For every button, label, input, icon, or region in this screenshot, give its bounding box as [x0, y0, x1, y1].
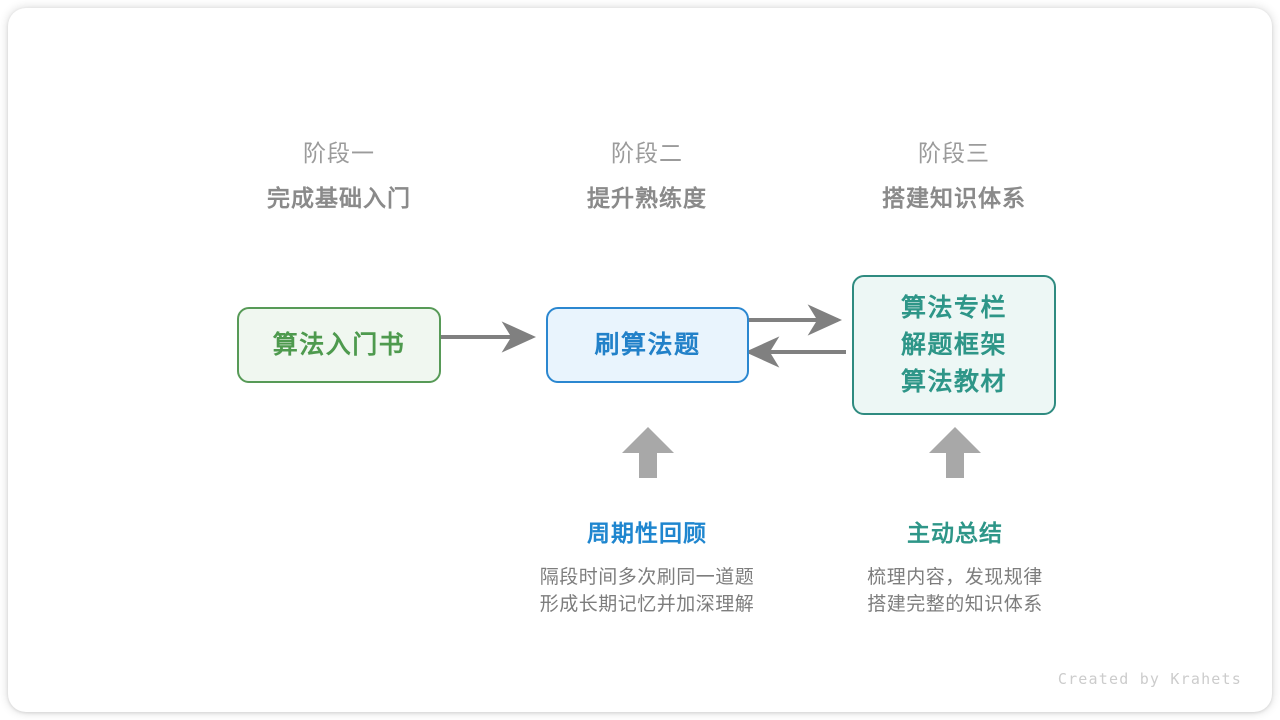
stage-2-kicker: 阶段二	[611, 140, 683, 166]
stage-3-title: 搭建知识体系	[882, 185, 1026, 211]
connector-review-up	[622, 427, 674, 478]
connector-summary-up	[929, 427, 981, 478]
annotation-periodic-review: 周期性回顾 隔段时间多次刷同一道题 形成长期记忆并加深理解	[497, 518, 797, 618]
annotation-summary-desc-line-1: 梳理内容，发现规律	[867, 567, 1043, 588]
stage-2-title: 提升熟练度	[587, 185, 707, 211]
node-book-line-1: 算法入门书	[272, 330, 406, 359]
stage-1-kicker: 阶段一	[303, 140, 375, 166]
stage-header-3: 阶段三 搭建知识体系	[824, 138, 1084, 213]
stage-header-2: 阶段二 提升熟练度	[517, 138, 777, 213]
annotation-summary-desc-line-2: 搭建完整的知识体系	[867, 594, 1043, 615]
annotation-summary-description: 梳理内容，发现规律 搭建完整的知识体系	[805, 564, 1105, 618]
diagram-canvas: 阶段一 完成基础入门 阶段二 提升熟练度 阶段三 搭建知识体系	[8, 8, 1272, 712]
annotation-review-title: 周期性回顾	[587, 520, 707, 546]
annotation-active-summary: 主动总结 梳理内容，发现规律 搭建完整的知识体系	[805, 518, 1105, 618]
annotation-review-description: 隔段时间多次刷同一道题 形成长期记忆并加深理解	[497, 564, 797, 618]
annotation-summary-title: 主动总结	[907, 520, 1003, 546]
stage-3-kicker: 阶段三	[918, 140, 990, 166]
node-knowledge-resources[interactable]: 算法专栏 解题框架 算法教材	[852, 275, 1056, 415]
annotation-review-desc-line-2: 形成长期记忆并加深理解	[539, 594, 755, 615]
credit-label: Created by Krahets	[1057, 670, 1242, 688]
node-resources-line-1: 算法专栏	[900, 293, 1007, 322]
node-resources-line-3: 算法教材	[900, 367, 1007, 396]
annotation-review-desc-line-1: 隔段时间多次刷同一道题	[539, 567, 755, 588]
node-practice-line-1: 刷算法题	[594, 330, 701, 359]
node-resources-line-2: 解题框架	[900, 330, 1007, 359]
node-algorithm-intro-book[interactable]: 算法入门书	[237, 307, 441, 383]
stage-header-1: 阶段一 完成基础入门	[209, 138, 469, 213]
stage-1-title: 完成基础入门	[267, 185, 411, 211]
node-practice-problems[interactable]: 刷算法题	[546, 307, 749, 383]
